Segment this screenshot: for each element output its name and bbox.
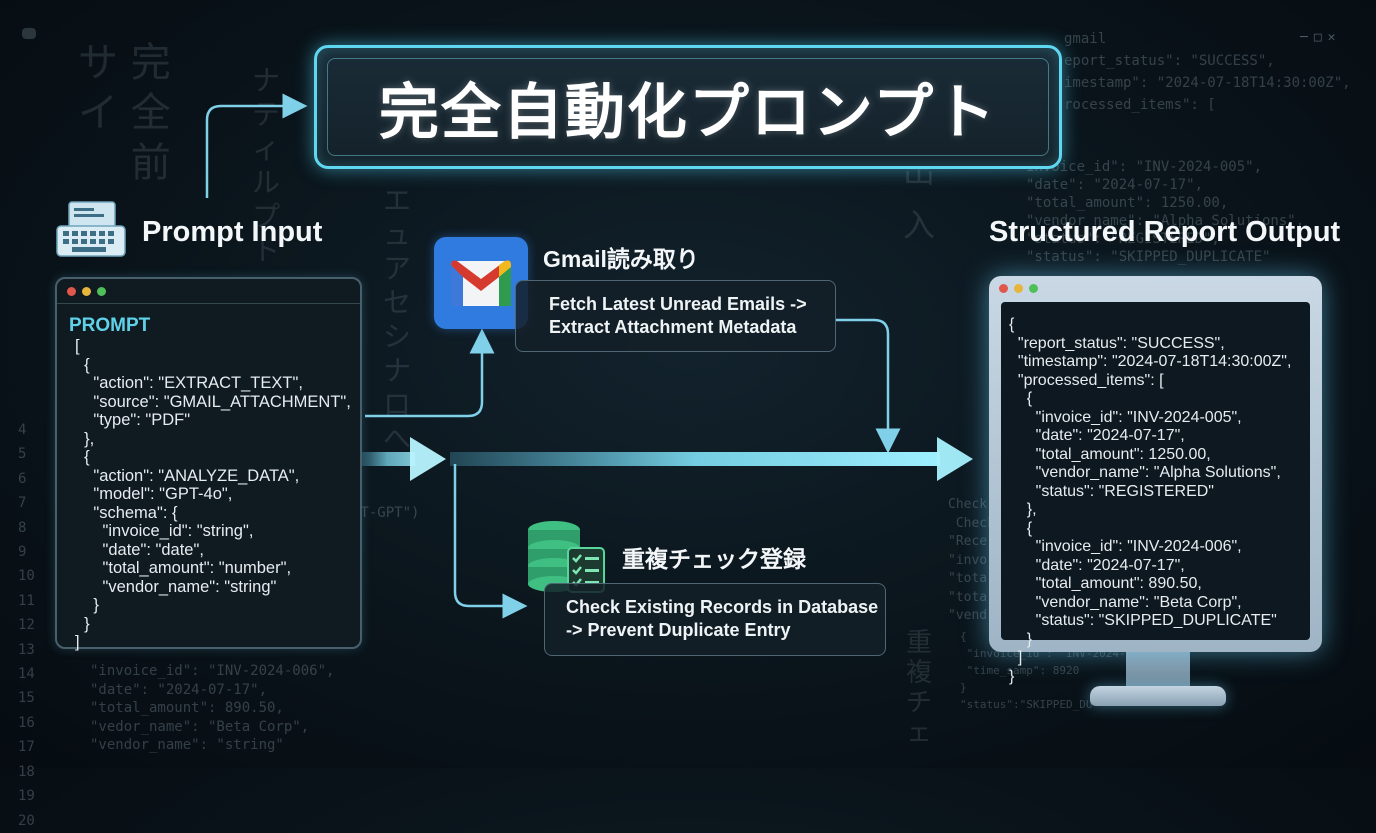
minimize-dot-icon: [1014, 284, 1023, 293]
duplicate-check-box: Check Existing Records in Database -> Pr…: [544, 583, 886, 656]
bg-gpt-label: MT-GPT"): [352, 505, 420, 521]
page-title: 完全自動化プロンプト: [378, 77, 998, 148]
minimize-dot-icon: [82, 287, 91, 296]
chat-bubble-icon: [22, 28, 36, 39]
duplicate-check-description: Check Existing Records in Database -> Pr…: [566, 597, 879, 640]
keyboard-icon: [55, 200, 127, 258]
bg-japanese-text-column: ナ テ ィ ル プ ト: [252, 64, 281, 267]
window-traffic-lights: [67, 287, 106, 296]
prompt-code-body: [ { "action": "EXTRACT_TEXT", "source": …: [75, 337, 351, 651]
window-traffic-lights: [999, 284, 1038, 293]
arrow-input-to-title: [205, 93, 308, 198]
arrow-to-duplicate-check: [453, 464, 528, 619]
main-flow-beam: [450, 452, 940, 466]
monitor-base: [1090, 686, 1226, 706]
close-dot-icon: [999, 284, 1008, 293]
monitor-stand: [1126, 650, 1190, 692]
bg-japanese-text-column: エ ュ ア セ シ ナ ロ へ: [383, 184, 412, 455]
bg-code-mid-right: invoice_id": "INV-2024-005", "date": "20…: [1026, 159, 1305, 265]
report-output-heading: Structured Report Output: [989, 216, 1341, 248]
main-flow-arrowhead: [937, 437, 973, 481]
close-dot-icon: [67, 287, 76, 296]
arrow-to-gmail: [365, 328, 495, 418]
maximize-dot-icon: [1029, 284, 1038, 293]
title-banner: 完全自動化プロンプト: [314, 45, 1062, 169]
prompt-input-heading: Prompt Input: [142, 216, 323, 248]
bg-code-bottom-left: "invoice_id": "INV-2024-006", "date": "2…: [90, 663, 335, 753]
gmail-step-description: Fetch Latest Unread Emails -> Extract At…: [549, 294, 807, 337]
report-code-body: { "report_status": "SUCCESS", "timestamp…: [1009, 316, 1292, 685]
gmail-step-box: Fetch Latest Unread Emails -> Extract At…: [515, 280, 836, 352]
prompt-code-label: PROMPT: [69, 315, 151, 336]
gmail-step-heading: Gmail読み取り: [543, 246, 699, 272]
bg-japanese-text-left: サ 完 イ 全 前: [78, 40, 171, 186]
gmail-icon: [434, 237, 528, 329]
bg-code-right-check: Check Check "Rece "invo "tota "tota "ven…: [948, 497, 995, 623]
duplicate-check-heading: 重複チェック登録: [622, 546, 806, 572]
monitor: { "report_status": "SUCCESS", "timestamp…: [989, 276, 1322, 685]
bg-code-top-right: gmail eport_status": "SUCCESS", imestamp…: [1064, 31, 1351, 113]
maximize-dot-icon: [97, 287, 106, 296]
input-flow-arrowhead: [410, 437, 446, 481]
report-screen: { "report_status": "SUCCESS", "timestamp…: [1001, 302, 1310, 685]
prompt-code-window: PROMPT [ { "action": "EXTRACT_TEXT", "so…: [55, 277, 362, 651]
bg-japanese-text-column: 重 複 チ ェ: [906, 628, 933, 748]
flow-connectors: [205, 93, 973, 619]
arrow-gmail-to-output: [836, 318, 901, 454]
window-controls-icon: ─□✕: [1300, 30, 1342, 45]
